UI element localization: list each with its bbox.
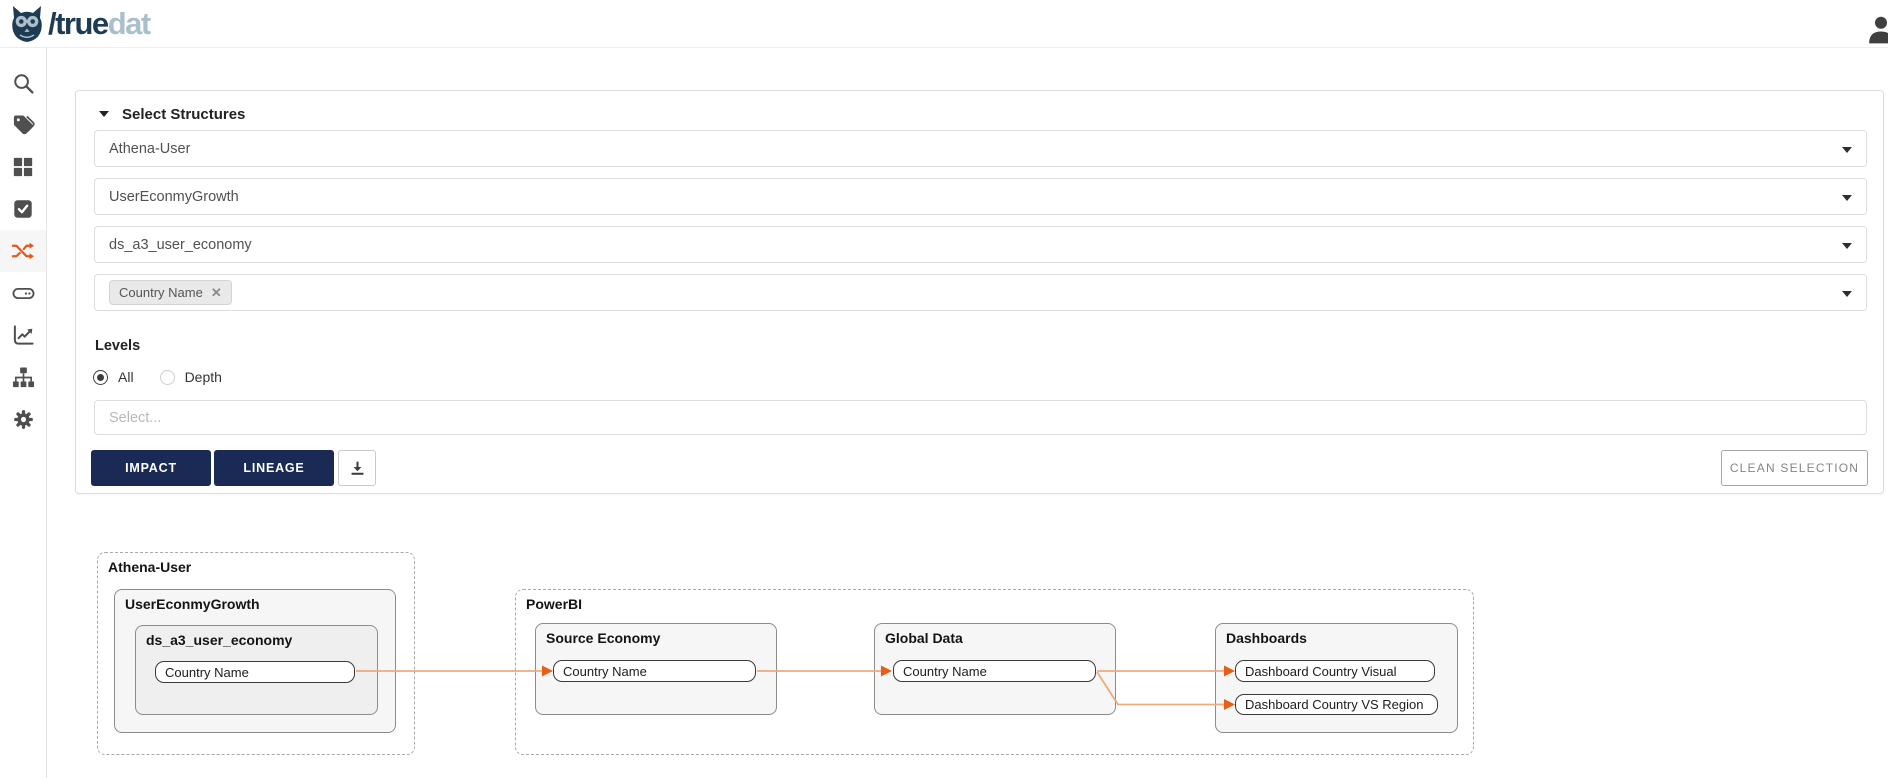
panel-title: Select Structures — [122, 105, 246, 123]
sitemap-icon — [12, 366, 34, 387]
sidebar-item-rules[interactable] — [0, 188, 46, 230]
group-powerbi: PowerBI — [515, 589, 1474, 755]
sidebar-item-lineage[interactable] — [0, 230, 46, 272]
sidebar-item-settings[interactable] — [0, 398, 46, 440]
check-square-icon — [14, 200, 32, 218]
clean-selection-button[interactable]: CLEAN SELECTION — [1721, 450, 1868, 486]
chart-line-icon — [13, 324, 34, 345]
node-label: Dashboards — [1226, 630, 1307, 646]
sidebar-item-glossary[interactable] — [0, 104, 46, 146]
node-label: Global Data — [885, 630, 963, 646]
shuffle-icon — [11, 242, 35, 260]
remove-chip-icon[interactable]: ✕ — [210, 285, 222, 300]
sidebar-item-sources[interactable] — [0, 272, 46, 314]
group-select[interactable]: UserEconmyGrowth — [94, 178, 1867, 215]
top-header: /truedat — [0, 0, 1888, 48]
truedat-logo[interactable]: /truedat — [10, 5, 152, 43]
chevron-down-icon — [1842, 195, 1852, 201]
search-icon — [13, 73, 34, 94]
logo-wordmark: /truedat — [48, 5, 152, 43]
field-pill-dashboard-country-visual[interactable]: Dashboard Country Visual — [1235, 660, 1435, 682]
radio-depth[interactable] — [159, 369, 175, 385]
user-avatar-icon[interactable] — [1866, 14, 1888, 49]
tags-icon — [13, 114, 35, 134]
lineage-button[interactable]: LINEAGE — [214, 450, 334, 486]
select-structures-panel: Select Structures Athena-User UserEconmy… — [75, 90, 1884, 494]
levels-radio-group: All Depth — [93, 369, 248, 385]
sidebar-item-dashboards[interactable] — [0, 146, 46, 188]
levels-select-input[interactable] — [94, 400, 1867, 435]
selected-field-chip: Country Name ✕ — [109, 280, 232, 305]
chevron-down-icon — [1842, 147, 1852, 153]
sidebar-item-metrics[interactable] — [0, 314, 46, 356]
group-powerbi-label: PowerBI — [526, 596, 583, 612]
radio-all[interactable] — [93, 369, 108, 385]
field-pill-athena-country-name[interactable]: Country Name — [155, 661, 355, 683]
radio-depth-label: Depth — [184, 369, 222, 385]
chip-label: Country Name — [119, 285, 203, 300]
node-label: ds_a3_user_economy — [146, 632, 293, 648]
field-select[interactable]: Country Name ✕ — [94, 274, 1867, 311]
left-sidebar — [0, 48, 47, 778]
structure-select-value: ds_a3_user_economy — [109, 236, 252, 253]
download-button[interactable] — [338, 450, 376, 486]
logo-true: /true — [48, 6, 109, 41]
group-athena-user: Athena-User — [97, 552, 415, 755]
download-icon — [351, 461, 363, 475]
impact-button[interactable]: IMPACT — [91, 450, 211, 486]
grid-icon — [13, 157, 33, 177]
sidebar-item-structure-tree[interactable] — [0, 356, 46, 398]
logo-dat: dat — [107, 6, 152, 41]
panel-collapse-toggle[interactable]: Select Structures — [99, 99, 245, 129]
chevron-down-icon — [1842, 291, 1852, 297]
chevron-down-icon — [1842, 243, 1852, 249]
collapse-caret-icon — [99, 111, 109, 117]
sidebar-item-search[interactable] — [0, 62, 46, 104]
node-label: UserEconmyGrowth — [125, 596, 260, 612]
storage-icon — [12, 287, 34, 299]
gear-icon — [13, 409, 33, 429]
group-athena-label: Athena-User — [108, 559, 192, 575]
field-pill-dashboard-country-vs-region[interactable]: Dashboard Country VS Region — [1235, 694, 1438, 715]
group-select-value: UserEconmyGrowth — [109, 188, 239, 205]
node-label: Source Economy — [546, 630, 661, 646]
radio-all-label: All — [118, 369, 134, 385]
field-pill-source-country-name[interactable]: Country Name — [553, 660, 756, 682]
system-select-value: Athena-User — [109, 140, 191, 157]
system-select[interactable]: Athena-User — [94, 130, 1867, 167]
levels-label: Levels — [95, 338, 141, 354]
owl-icon — [12, 6, 42, 42]
structure-select[interactable]: ds_a3_user_economy — [94, 226, 1867, 263]
field-pill-global-country-name[interactable]: Country Name — [893, 660, 1096, 682]
